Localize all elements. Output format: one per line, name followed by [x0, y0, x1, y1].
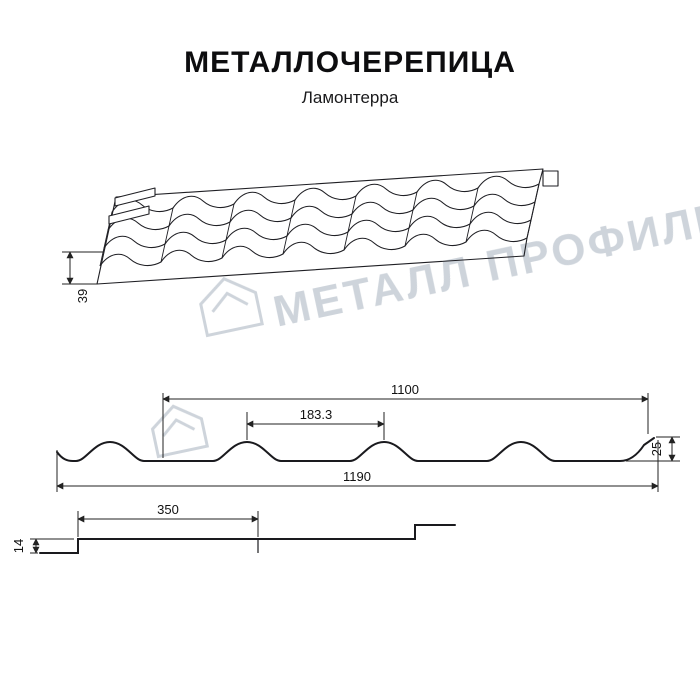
dim-350: 350	[77, 502, 259, 537]
sheet-header: МЕТАЛЛОЧЕРЕПИЦА Ламонтерра	[0, 46, 700, 108]
dim-14-label: 14	[11, 539, 26, 553]
ridge-strip-2	[108, 205, 150, 225]
edge-detail-box	[542, 170, 559, 187]
dim-1190: 1190	[56, 440, 659, 492]
brand-logo-icon	[199, 276, 264, 338]
tile-row-2	[107, 193, 536, 231]
tile-row-4	[99, 229, 528, 267]
tile-row-1	[111, 175, 540, 213]
dim-350-label: 350	[157, 502, 179, 517]
dim-14: 14	[11, 538, 74, 554]
page-subtitle: Ламонтерра	[301, 88, 399, 107]
extension-lines	[77, 511, 259, 537]
page-title: МЕТАЛЛОЧЕРЕПИЦА	[184, 46, 516, 79]
dim-183: 183.3	[246, 407, 385, 440]
step-profile-line	[39, 524, 456, 554]
dim-1100-label: 1100	[391, 382, 419, 397]
watermark-text: МЕТАЛЛ ПРОФИЛЬ	[269, 192, 700, 337]
cross-section-view: 1100 183.3 25 1190	[56, 382, 680, 492]
extension-lines	[30, 538, 74, 554]
dim-183-label: 183.3	[300, 407, 333, 422]
dim-39-label: 39	[75, 289, 90, 303]
dim-25-label: 25	[649, 442, 664, 456]
dim-25: 25	[626, 436, 680, 462]
dim-1100: 1100	[162, 382, 649, 458]
step-profile-view: 350 14	[11, 502, 456, 554]
extension-lines	[56, 440, 659, 492]
perspective-view: 39	[62, 168, 559, 303]
profile-curve	[56, 437, 655, 462]
extension-lines	[162, 393, 649, 458]
dim-39: 39	[62, 251, 104, 303]
dim-1190-label: 1190	[343, 469, 371, 484]
tile-row-3	[103, 211, 532, 249]
brand-logo-icon	[150, 404, 210, 459]
ridge-strip-1	[114, 187, 156, 207]
